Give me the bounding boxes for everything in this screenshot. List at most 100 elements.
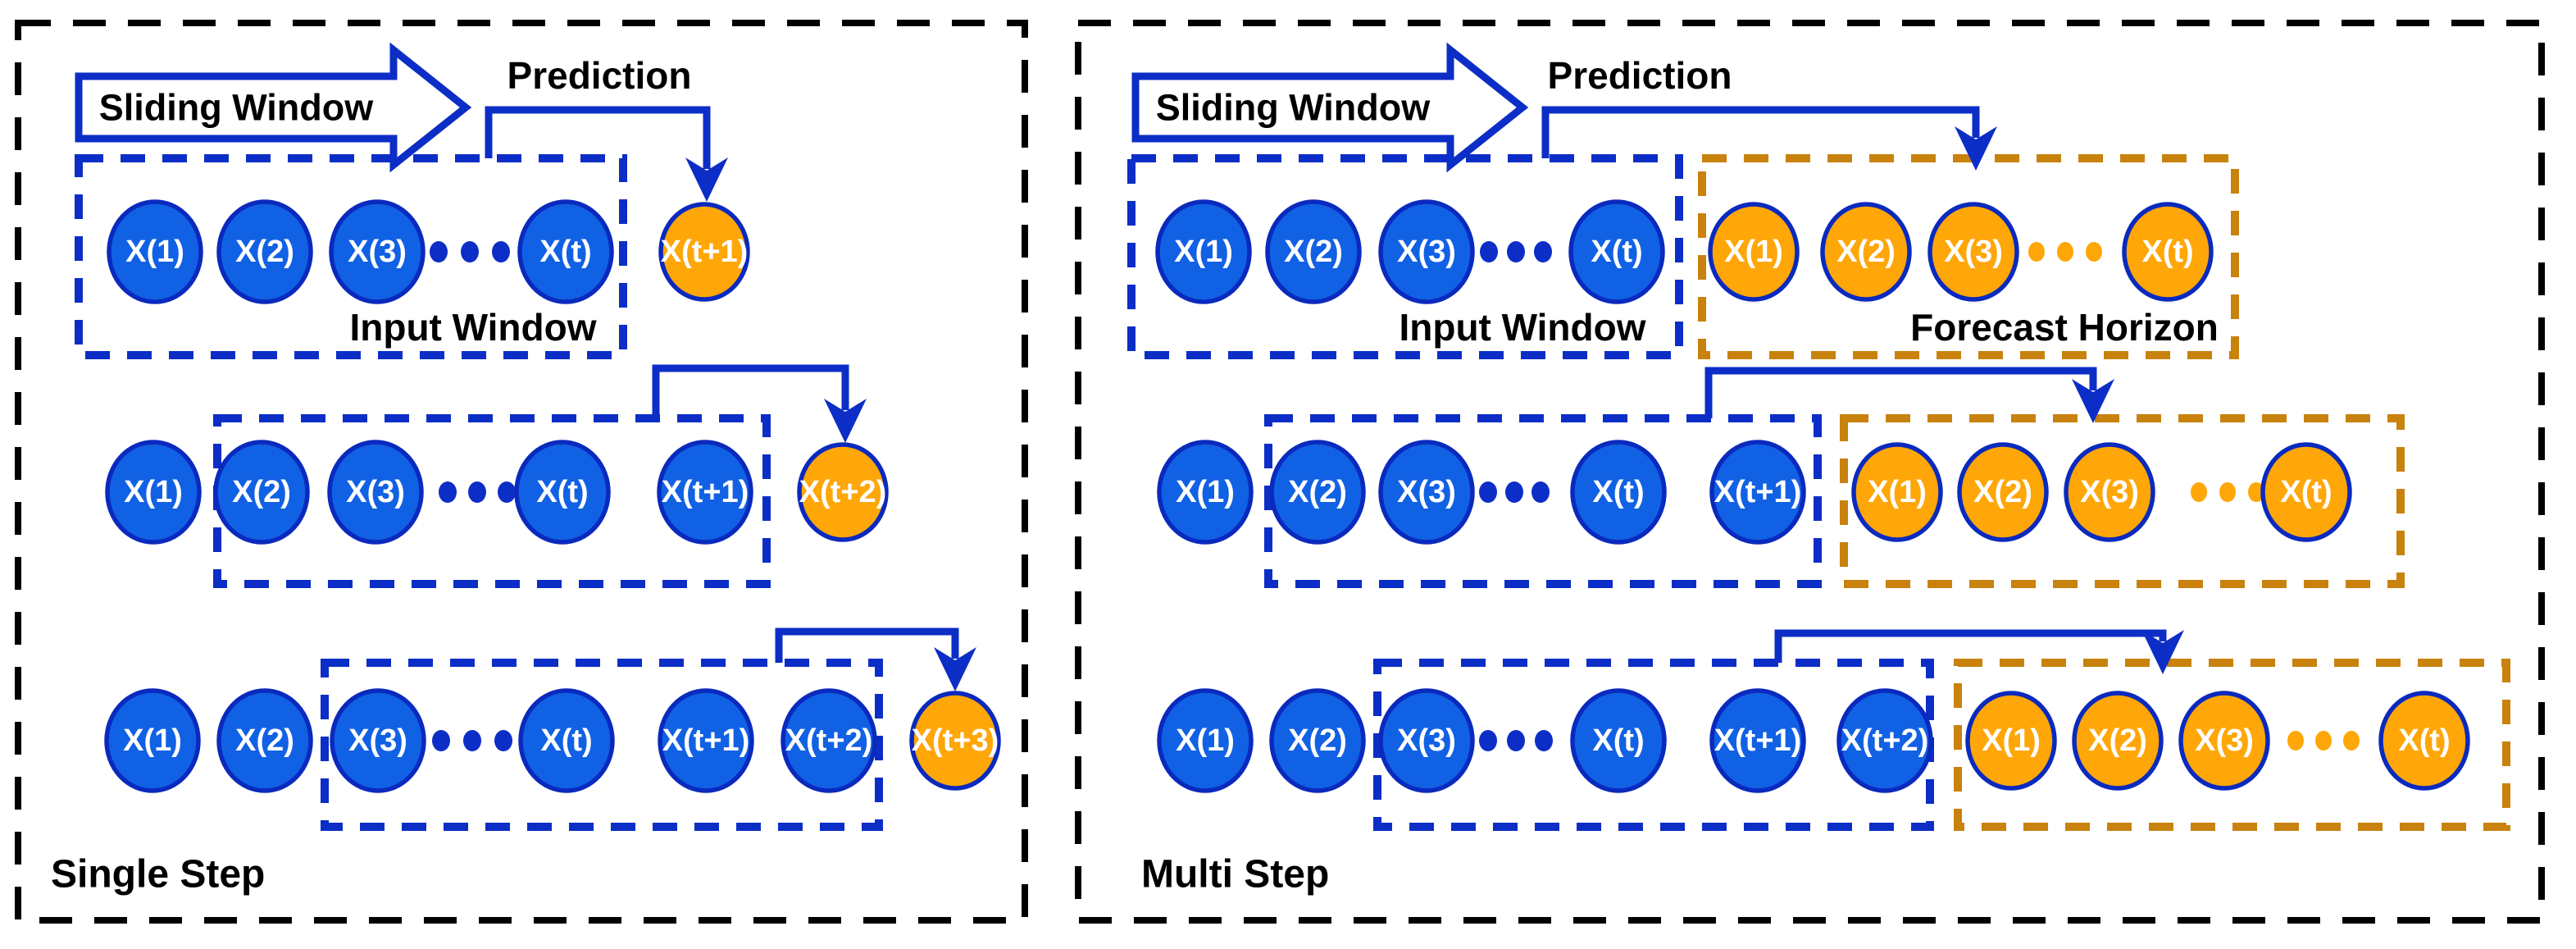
timestep-label: X(1) — [124, 475, 183, 509]
ellipsis-dot — [2287, 731, 2304, 751]
ellipsis-dot — [2343, 731, 2360, 751]
prediction-circle — [1965, 691, 2057, 791]
timestep-label: X(3) — [1397, 723, 1456, 758]
timestep-circle — [518, 688, 615, 793]
forecast-horizon-box — [1840, 414, 2405, 588]
timestep-circle — [216, 199, 313, 304]
forecast-horizon-label: Forecast Horizon — [1910, 306, 2219, 349]
timestep-circle — [1709, 440, 1806, 545]
timestep-circle — [1709, 688, 1806, 793]
timestep-label: X(t) — [540, 723, 592, 758]
timestep-label: X(t+1) — [661, 235, 749, 269]
timestep-label: X(3) — [2195, 723, 2254, 758]
timestep-label: X(t+2) — [799, 475, 887, 509]
ellipsis-dot — [2219, 482, 2236, 502]
timestep-label: X(3) — [1397, 235, 1456, 269]
prediction-label: Prediction — [1548, 54, 1732, 97]
timestep-label: X(t+3) — [912, 723, 999, 758]
timestep-circle — [517, 199, 614, 304]
timestep-circle — [330, 688, 426, 793]
ellipsis-dot — [494, 730, 512, 751]
prediction-arrow-line — [1704, 367, 2097, 418]
timestep-label: X(2) — [1288, 475, 1347, 509]
timestep-label: X(t) — [1592, 475, 1644, 509]
timestep-circle — [1155, 199, 1252, 304]
prediction-circle — [909, 691, 1001, 791]
prediction-arrow-line — [775, 627, 959, 663]
ellipsis-dot — [498, 481, 516, 503]
ellipsis-dot — [461, 241, 479, 262]
timestep-label: X(1) — [125, 235, 184, 269]
timestep-circle — [327, 440, 424, 545]
input-window-label: Input Window — [1399, 306, 1645, 349]
timestep-label: X(t) — [2398, 723, 2450, 758]
ellipsis-dot — [2057, 242, 2073, 262]
step-type-label: Single Step — [51, 853, 265, 897]
timestep-label: X(2) — [1288, 723, 1347, 758]
ellipsis-dot — [2086, 242, 2102, 262]
timestep-label: X(t+2) — [1841, 723, 1929, 758]
input-window-label: Input Window — [349, 306, 596, 349]
prediction-circle — [1927, 202, 2019, 302]
timestep-circle — [107, 199, 203, 304]
prediction-circle — [1708, 202, 1800, 302]
timestep-label: X(t+1) — [1714, 723, 1802, 758]
timestep-label: X(3) — [2080, 475, 2139, 509]
timestep-label: X(3) — [1944, 235, 2003, 269]
timestep-label: X(2) — [2088, 723, 2147, 758]
timestep-label: X(2) — [1973, 475, 2032, 509]
prediction-circle — [1957, 442, 2049, 542]
input-window-box — [1127, 154, 1683, 359]
timestep-label: X(2) — [1836, 235, 1896, 269]
ellipsis-dot — [1535, 730, 1553, 751]
timestep-circle — [1836, 688, 1933, 793]
prediction-circle — [2072, 691, 2164, 791]
timestep-circle — [658, 688, 754, 793]
ellipsis-dot — [2028, 242, 2045, 262]
prediction-circle — [1851, 442, 1943, 542]
timestep-circle — [1570, 440, 1667, 545]
prediction-arrow-line — [652, 364, 849, 418]
panel-border — [15, 20, 1028, 924]
timestep-label: X(t) — [2141, 235, 2193, 269]
timestep-circle — [104, 688, 201, 793]
prediction-arrow-line — [1774, 629, 2167, 663]
step-type-label: Multi Step — [1141, 853, 1329, 897]
timestep-label: X(t) — [536, 475, 588, 509]
timestep-circle — [1570, 688, 1667, 793]
timestep-circle — [1378, 688, 1475, 793]
ellipsis-dot — [468, 481, 486, 503]
timestep-circle — [216, 688, 313, 793]
timestep-circle — [1157, 688, 1254, 793]
ellipsis-dot — [1480, 241, 1498, 262]
timestep-label: X(t+1) — [662, 475, 749, 509]
prediction-arrowhead — [934, 647, 976, 691]
sliding-window-label: Sliding Window — [1156, 87, 1431, 129]
timestep-label: X(1) — [1724, 235, 1783, 269]
timestep-label: X(1) — [1176, 475, 1235, 509]
ellipsis-dot — [1479, 730, 1497, 751]
ellipsis-dot — [2315, 731, 2332, 751]
timestep-label: X(t+2) — [785, 723, 873, 758]
ellipsis-dot — [439, 481, 457, 503]
ellipsis-dot — [463, 730, 481, 751]
prediction-circle — [2122, 202, 2214, 302]
timestep-label: X(1) — [1982, 723, 2041, 758]
timestep-circle — [1378, 199, 1475, 304]
prediction-arrowhead — [1955, 126, 1997, 171]
prediction-circle — [658, 202, 750, 302]
timestep-circle — [1269, 688, 1366, 793]
timestep-label: X(1) — [123, 723, 182, 758]
timestep-circle — [329, 199, 426, 304]
input-window-box — [321, 659, 883, 831]
ellipsis-dot — [1534, 241, 1552, 262]
ellipsis-dot — [492, 241, 510, 262]
timestep-label: X(1) — [1868, 475, 1927, 509]
timestep-label: X(t) — [539, 235, 591, 269]
timestep-circle — [514, 440, 611, 545]
prediction-circle — [2260, 442, 2352, 542]
prediction-arrow-line — [485, 106, 711, 169]
sliding-window-label: Sliding Window — [99, 87, 375, 129]
timestep-label: X(2) — [235, 723, 294, 758]
ellipsis-dot — [1507, 241, 1525, 262]
